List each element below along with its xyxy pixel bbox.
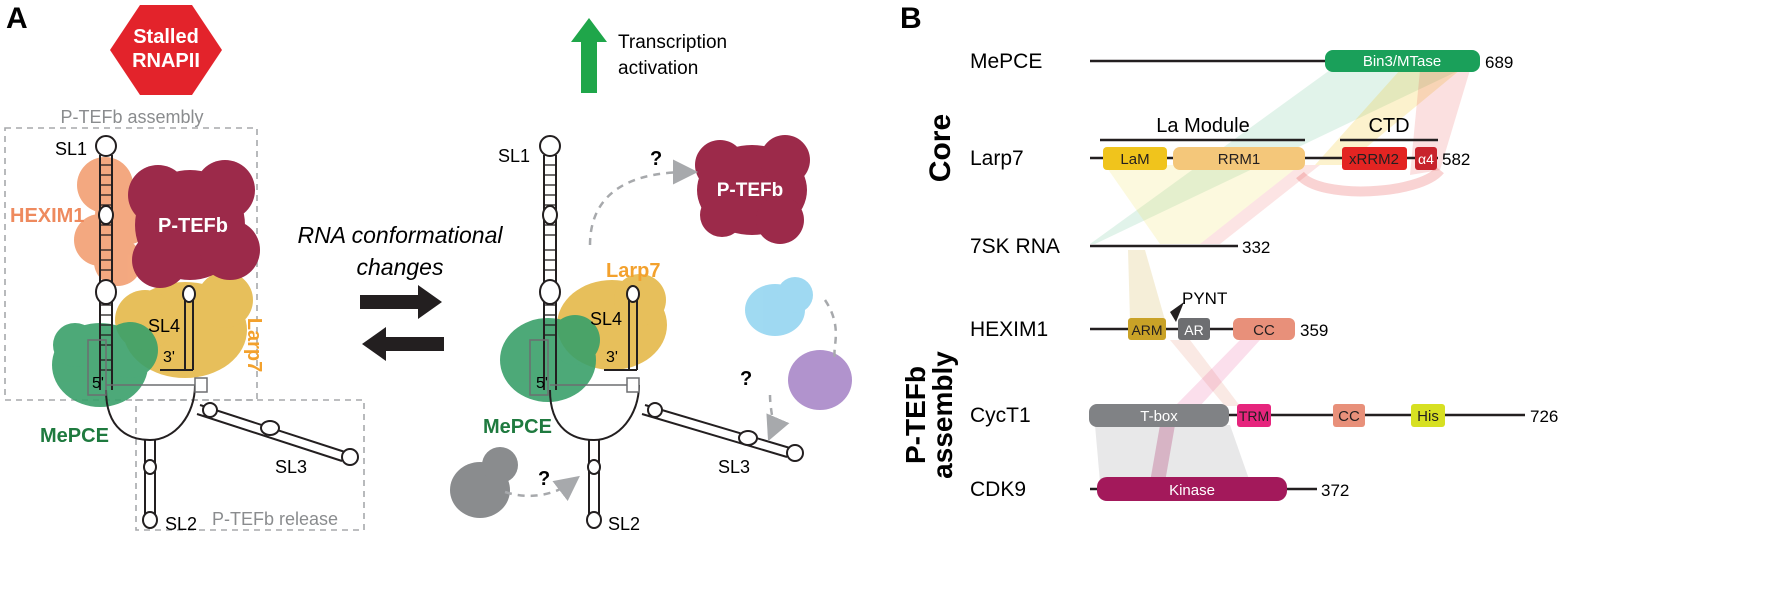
activation-arrow bbox=[571, 18, 607, 93]
mepce-bin3-label: Bin3/MTase bbox=[1363, 53, 1441, 70]
group-assembly-line2: assembly bbox=[927, 351, 958, 479]
hexim1-pynt-label: PYNT bbox=[1182, 289, 1227, 308]
la-module-label: La Module bbox=[1156, 115, 1249, 137]
cyct1-cc-domain bbox=[1333, 404, 1365, 427]
larp7-ctd-arc bbox=[1296, 166, 1444, 197]
right-sl1-label: SL1 bbox=[498, 146, 530, 166]
cyct1-cc-label: CC bbox=[1338, 408, 1360, 425]
larp7-blob-right bbox=[557, 274, 667, 370]
mepce-length: 689 bbox=[1485, 53, 1513, 72]
question-mark-3: ? bbox=[538, 468, 550, 490]
left-larp7-label: Larp7 bbox=[243, 318, 265, 372]
cdk9-row-name: CDK9 bbox=[970, 478, 1026, 501]
larp7-rrm1-label: RRM1 bbox=[1218, 151, 1261, 168]
rna-right-labels: SL1 SL2 SL3 SL4 5' 3' Larp7 MePCE ? ? ? bbox=[483, 146, 752, 534]
grey-protein-blob bbox=[450, 447, 518, 518]
right-mepce-label: MePCE bbox=[483, 416, 552, 438]
cyct1-row-name: CycT1 bbox=[970, 404, 1031, 427]
group-assembly-line1: P-TEFb bbox=[900, 366, 931, 464]
left-3prime-label: 3' bbox=[163, 349, 175, 366]
activation-line1: Transcription bbox=[618, 32, 727, 53]
mepce-bin3-domain bbox=[1325, 50, 1480, 72]
release-box-label: P-TEFb release bbox=[212, 509, 338, 529]
assembly-box bbox=[4, 127, 258, 401]
right-3prime-label: 3' bbox=[606, 349, 618, 366]
larp7-lam-label: LaM bbox=[1120, 151, 1149, 168]
reverse-arrow bbox=[362, 327, 444, 361]
right-arrows bbox=[504, 159, 838, 502]
mepce-blob-right bbox=[500, 315, 600, 402]
conformational-line1: RNA conformational bbox=[298, 222, 504, 248]
left-ptefb-label: P-TEFb bbox=[158, 215, 228, 237]
cyct1-his-label: His bbox=[1417, 408, 1439, 425]
larp7-xrrm2-label: xRRM2 bbox=[1349, 151, 1399, 168]
question-mark-2: ? bbox=[740, 368, 752, 390]
larp7-a4-label: α4 bbox=[1418, 151, 1434, 167]
larp7-xrrm2-domain bbox=[1342, 147, 1407, 170]
rna-left-labels: SL1 SL2 SL3 SL4 5' 3' HEXIM1 P-TEFb MePC… bbox=[10, 139, 307, 534]
left-sl1-label: SL1 bbox=[55, 139, 87, 159]
hexim1-row-name: HEXIM1 bbox=[970, 318, 1048, 341]
left-hexim1-label: HEXIM1 bbox=[10, 205, 84, 227]
cdk9-kinase-label: Kinase bbox=[1169, 482, 1215, 499]
panel-a-label: A bbox=[6, 2, 28, 35]
left-sl3-label: SL3 bbox=[275, 457, 307, 477]
stalled-rnapii-stop-sign: Stalled RNAPII bbox=[110, 5, 222, 95]
hexim1-length: 359 bbox=[1300, 321, 1328, 340]
group-core-label: Core bbox=[924, 114, 957, 182]
ctd-label: CTD bbox=[1368, 115, 1409, 137]
right-larp7-label: Larp7 bbox=[606, 260, 660, 282]
larp7-row-name: Larp7 bbox=[970, 147, 1024, 170]
larp7-length: 582 bbox=[1442, 150, 1470, 169]
cyct1-length: 726 bbox=[1530, 407, 1558, 426]
hexim1-ar-domain bbox=[1178, 318, 1210, 340]
interaction-shading bbox=[1090, 70, 1470, 482]
stop-sign-line1: Stalled bbox=[133, 26, 199, 48]
hexim1-cc-domain bbox=[1233, 318, 1295, 340]
blue-protein-blob bbox=[745, 277, 813, 336]
purple-protein-blob bbox=[788, 350, 852, 410]
cyct1-trm-label: TRM bbox=[1239, 408, 1269, 424]
hexim1-arm-label: ARM bbox=[1131, 322, 1162, 338]
cdk9-length: 372 bbox=[1321, 481, 1349, 500]
left-sl4-label: SL4 bbox=[148, 316, 180, 336]
rna-left bbox=[87, 135, 359, 529]
panel-b-label: B bbox=[900, 2, 922, 35]
ptefb-blob-left bbox=[128, 160, 260, 288]
pynt-pointer bbox=[1170, 302, 1184, 322]
release-box bbox=[135, 399, 365, 531]
right-sl4-label: SL4 bbox=[590, 309, 622, 329]
larp7-lam-domain bbox=[1103, 147, 1167, 170]
right-sl3-label: SL3 bbox=[718, 457, 750, 477]
hexim1-cc-label: CC bbox=[1253, 322, 1275, 339]
hexim1-arm-domain bbox=[1128, 318, 1166, 340]
cyct1-tbox-label: T-box bbox=[1140, 408, 1178, 425]
assembly-box-label: P-TEFb assembly bbox=[60, 107, 203, 127]
cyct1-his-domain bbox=[1411, 404, 1445, 427]
question-mark-1: ? bbox=[650, 148, 662, 170]
larp7-a4-domain bbox=[1415, 147, 1437, 170]
left-sl2-label: SL2 bbox=[165, 514, 197, 534]
left-5prime-label: 5' bbox=[92, 375, 104, 392]
stop-sign-line2: RNAPII bbox=[132, 50, 200, 72]
ptefb-blob-right bbox=[695, 135, 810, 244]
rna-length: 332 bbox=[1242, 238, 1270, 257]
left-mepce-label: MePCE bbox=[40, 425, 109, 447]
right-5prime-label: 5' bbox=[536, 375, 548, 392]
cyct1-trm-domain bbox=[1237, 404, 1271, 427]
activation-line2: activation bbox=[618, 58, 698, 79]
right-sl2-label: SL2 bbox=[608, 514, 640, 534]
mepce-row-name: MePCE bbox=[970, 50, 1042, 73]
conformational-line2: changes bbox=[357, 254, 444, 280]
rna-right bbox=[529, 135, 804, 529]
forward-arrow bbox=[360, 285, 442, 319]
cyct1-tbox-domain bbox=[1089, 404, 1229, 427]
rna-row-name: 7SK RNA bbox=[970, 235, 1060, 258]
right-ptefb-label: P-TEFb bbox=[717, 180, 784, 201]
larp7-rrm1-domain bbox=[1173, 147, 1305, 170]
hexim1-ar-label: AR bbox=[1184, 322, 1203, 338]
cdk9-kinase-domain bbox=[1097, 477, 1287, 501]
